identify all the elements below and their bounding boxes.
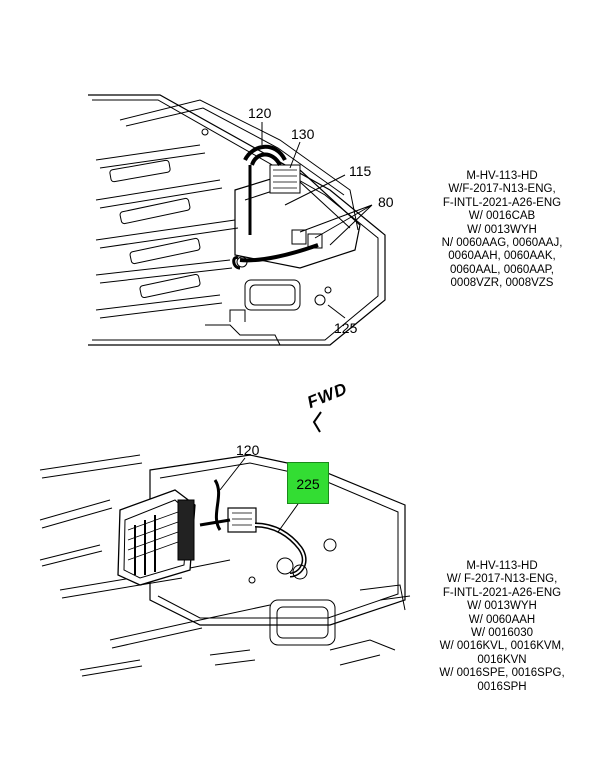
bottom-view-notes: M-HV-113-HD W/ F-2017-N13-ENG, F-INTL-20… xyxy=(432,560,572,694)
callout-120-bottom: 120 xyxy=(236,442,260,458)
note-line: W/ 0013WYH xyxy=(467,223,537,236)
top-view-drawing xyxy=(88,94,386,346)
note-line: 0060AAH, 0060AAK, xyxy=(448,250,556,263)
note-line: W/ 0016030 xyxy=(470,627,533,640)
note-line: 0016KVN xyxy=(477,653,527,666)
note-line: 0016SPH xyxy=(477,680,527,693)
callout-115: 115 xyxy=(349,163,372,179)
callout-120-top: 120 xyxy=(248,105,272,121)
note-line: W/ 0060AAH xyxy=(468,613,536,626)
note-line: W/ F-2017-N13-ENG, xyxy=(446,573,558,586)
note-line: F-INTL-2021-A26-ENG xyxy=(442,196,562,209)
note-line: 0060AAL, 0060AAP, xyxy=(449,263,555,276)
note-line: W/ 0016CAB xyxy=(468,210,536,223)
callout-125: 125 xyxy=(334,320,358,336)
callout-225-highlight[interactable]: 225 xyxy=(287,462,329,504)
bottom-view-drawing xyxy=(39,454,411,677)
callout-80: 80 xyxy=(378,194,394,210)
note-line: W/F-2017-N13-ENG, xyxy=(448,183,556,196)
note-line: W/ 0016KVL, 0016KVM, xyxy=(439,640,565,653)
fwd-arrow-icon xyxy=(312,411,322,433)
note-line: W/ 0016SPE, 0016SPG, xyxy=(439,667,565,680)
note-line: N/ 0060AAG, 0060AAJ, xyxy=(441,237,563,250)
note-line: 0008VZR, 0008VZS xyxy=(450,277,554,290)
note-line: M-HV-113-HD xyxy=(466,170,538,182)
note-line: W/ 0013WYH xyxy=(467,600,537,613)
callout-130: 130 xyxy=(291,126,315,142)
note-line: M-HV-113-HD xyxy=(466,560,538,572)
note-line: F-INTL-2021-A26-ENG xyxy=(442,586,562,599)
top-view-notes: M-HV-113-HD W/F-2017-N13-ENG, F-INTL-202… xyxy=(432,170,572,291)
